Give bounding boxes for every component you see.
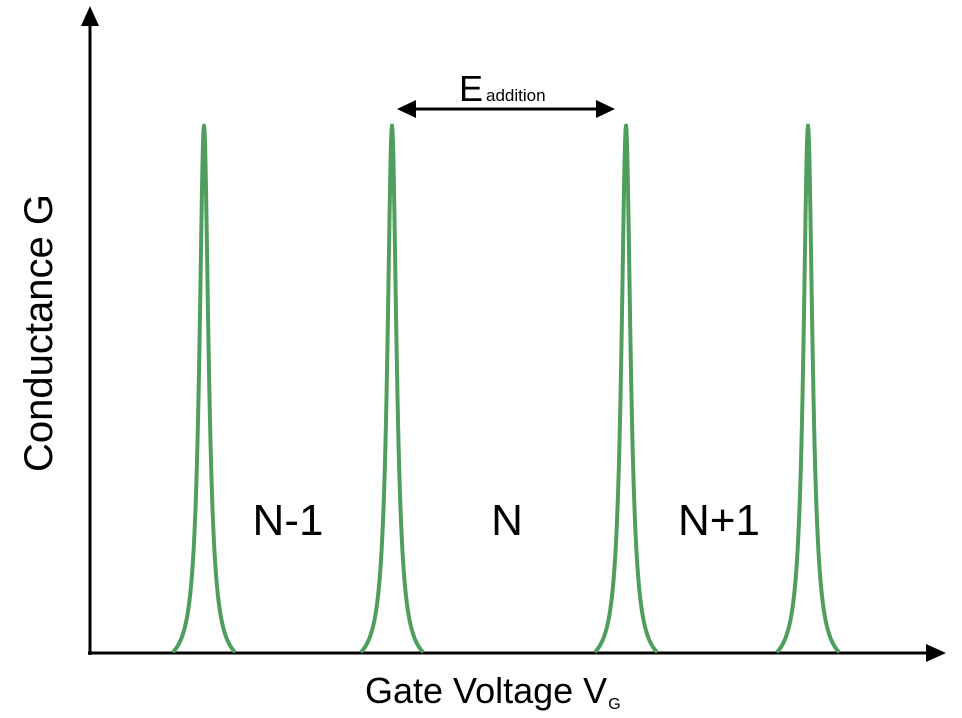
addition-energy-arrowhead-right [596, 100, 615, 118]
region-labels: N-1 N N+1 [253, 496, 760, 545]
conductance-peak-2 [360, 123, 424, 653]
y-axis-label: Conductance G [17, 194, 61, 472]
axes [81, 6, 946, 662]
addition-energy-subscript: addition [486, 86, 546, 105]
addition-energy-arrowhead-left [397, 100, 416, 118]
conductance-peak-3 [594, 123, 658, 653]
x-axis-label: Gate Voltage VG [365, 670, 621, 713]
addition-energy-symbol: E [459, 68, 483, 109]
conductance-peak-1 [172, 123, 236, 653]
x-axis-label-main: Gate Voltage V [365, 670, 607, 711]
region-label-n-minus-1: N-1 [253, 496, 324, 545]
conductance-peak-4 [776, 123, 840, 653]
conductance-peaks [172, 123, 840, 653]
region-label-n: N [491, 496, 523, 545]
x-axis-label-subscript: G [608, 696, 620, 713]
y-axis-arrowhead [81, 6, 99, 26]
x-axis-arrowhead [926, 644, 946, 662]
region-label-n-plus-1: N+1 [678, 496, 760, 545]
